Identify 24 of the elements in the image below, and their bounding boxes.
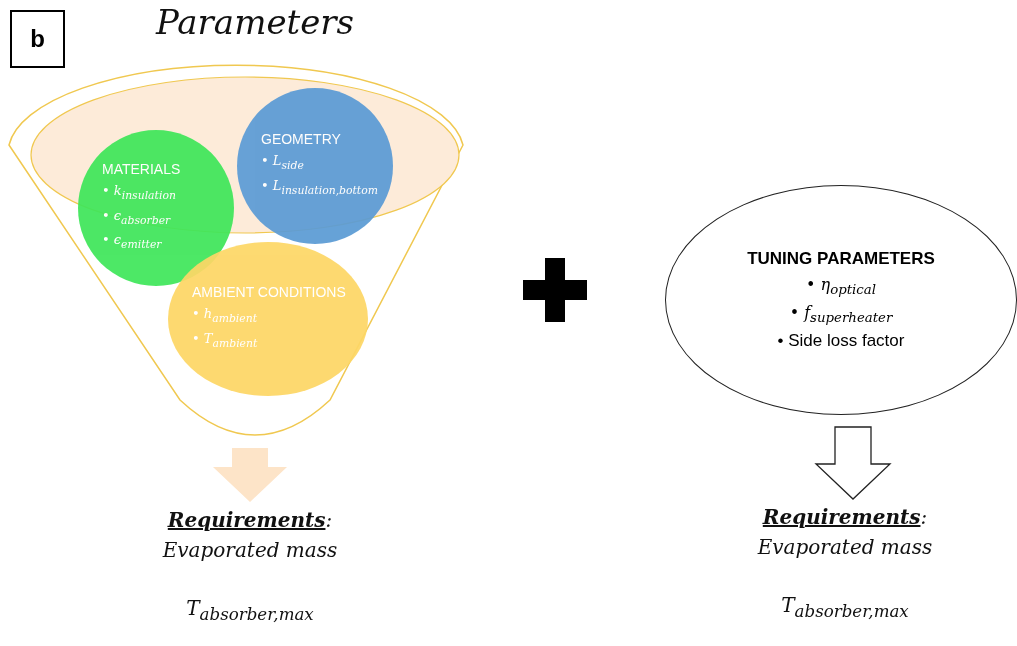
parameter-item: • T$_{ambient}$	[192, 330, 259, 352]
category-heading: GEOMETRY	[261, 131, 342, 149]
requirement-text: T$_{absorber,max}$	[185, 595, 315, 626]
panel-label: b	[10, 10, 65, 68]
parameter-item: • k$_{insulation}$	[102, 182, 177, 204]
parameter-item: • L$_{side}$	[261, 152, 305, 174]
diagram-title: Parameters	[154, 2, 355, 42]
requirement-text: T$_{absorber,max}$	[780, 592, 910, 623]
requirements-heading: Requirements:	[166, 507, 334, 534]
parameter-item: • f$_{superheater}$	[788, 302, 894, 328]
parameter-item: • h$_{ambient}$	[192, 305, 259, 327]
category-heading: MATERIALS	[102, 161, 182, 179]
parameter-item: • η$_{optical}$	[805, 273, 877, 299]
category-heading: AMBIENT CONDITIONS	[192, 284, 347, 302]
requirements-heading: Requirements:	[761, 504, 929, 531]
block-arrow	[213, 448, 287, 502]
parameter-item: • ϵ$_{emitter}$	[102, 231, 163, 253]
category-heading: TUNING PARAMETERS	[747, 247, 935, 270]
requirement-text: Evaporated mass	[756, 534, 934, 561]
parameter-item: • ϵ$_{absorber}$	[102, 206, 172, 229]
parameter-item: • Side loss factor	[777, 330, 905, 353]
block-arrow	[814, 426, 892, 500]
parameter-item: • L$_{insulation,bottom}$	[261, 177, 379, 199]
requirement-text: Evaporated mass	[161, 537, 339, 564]
